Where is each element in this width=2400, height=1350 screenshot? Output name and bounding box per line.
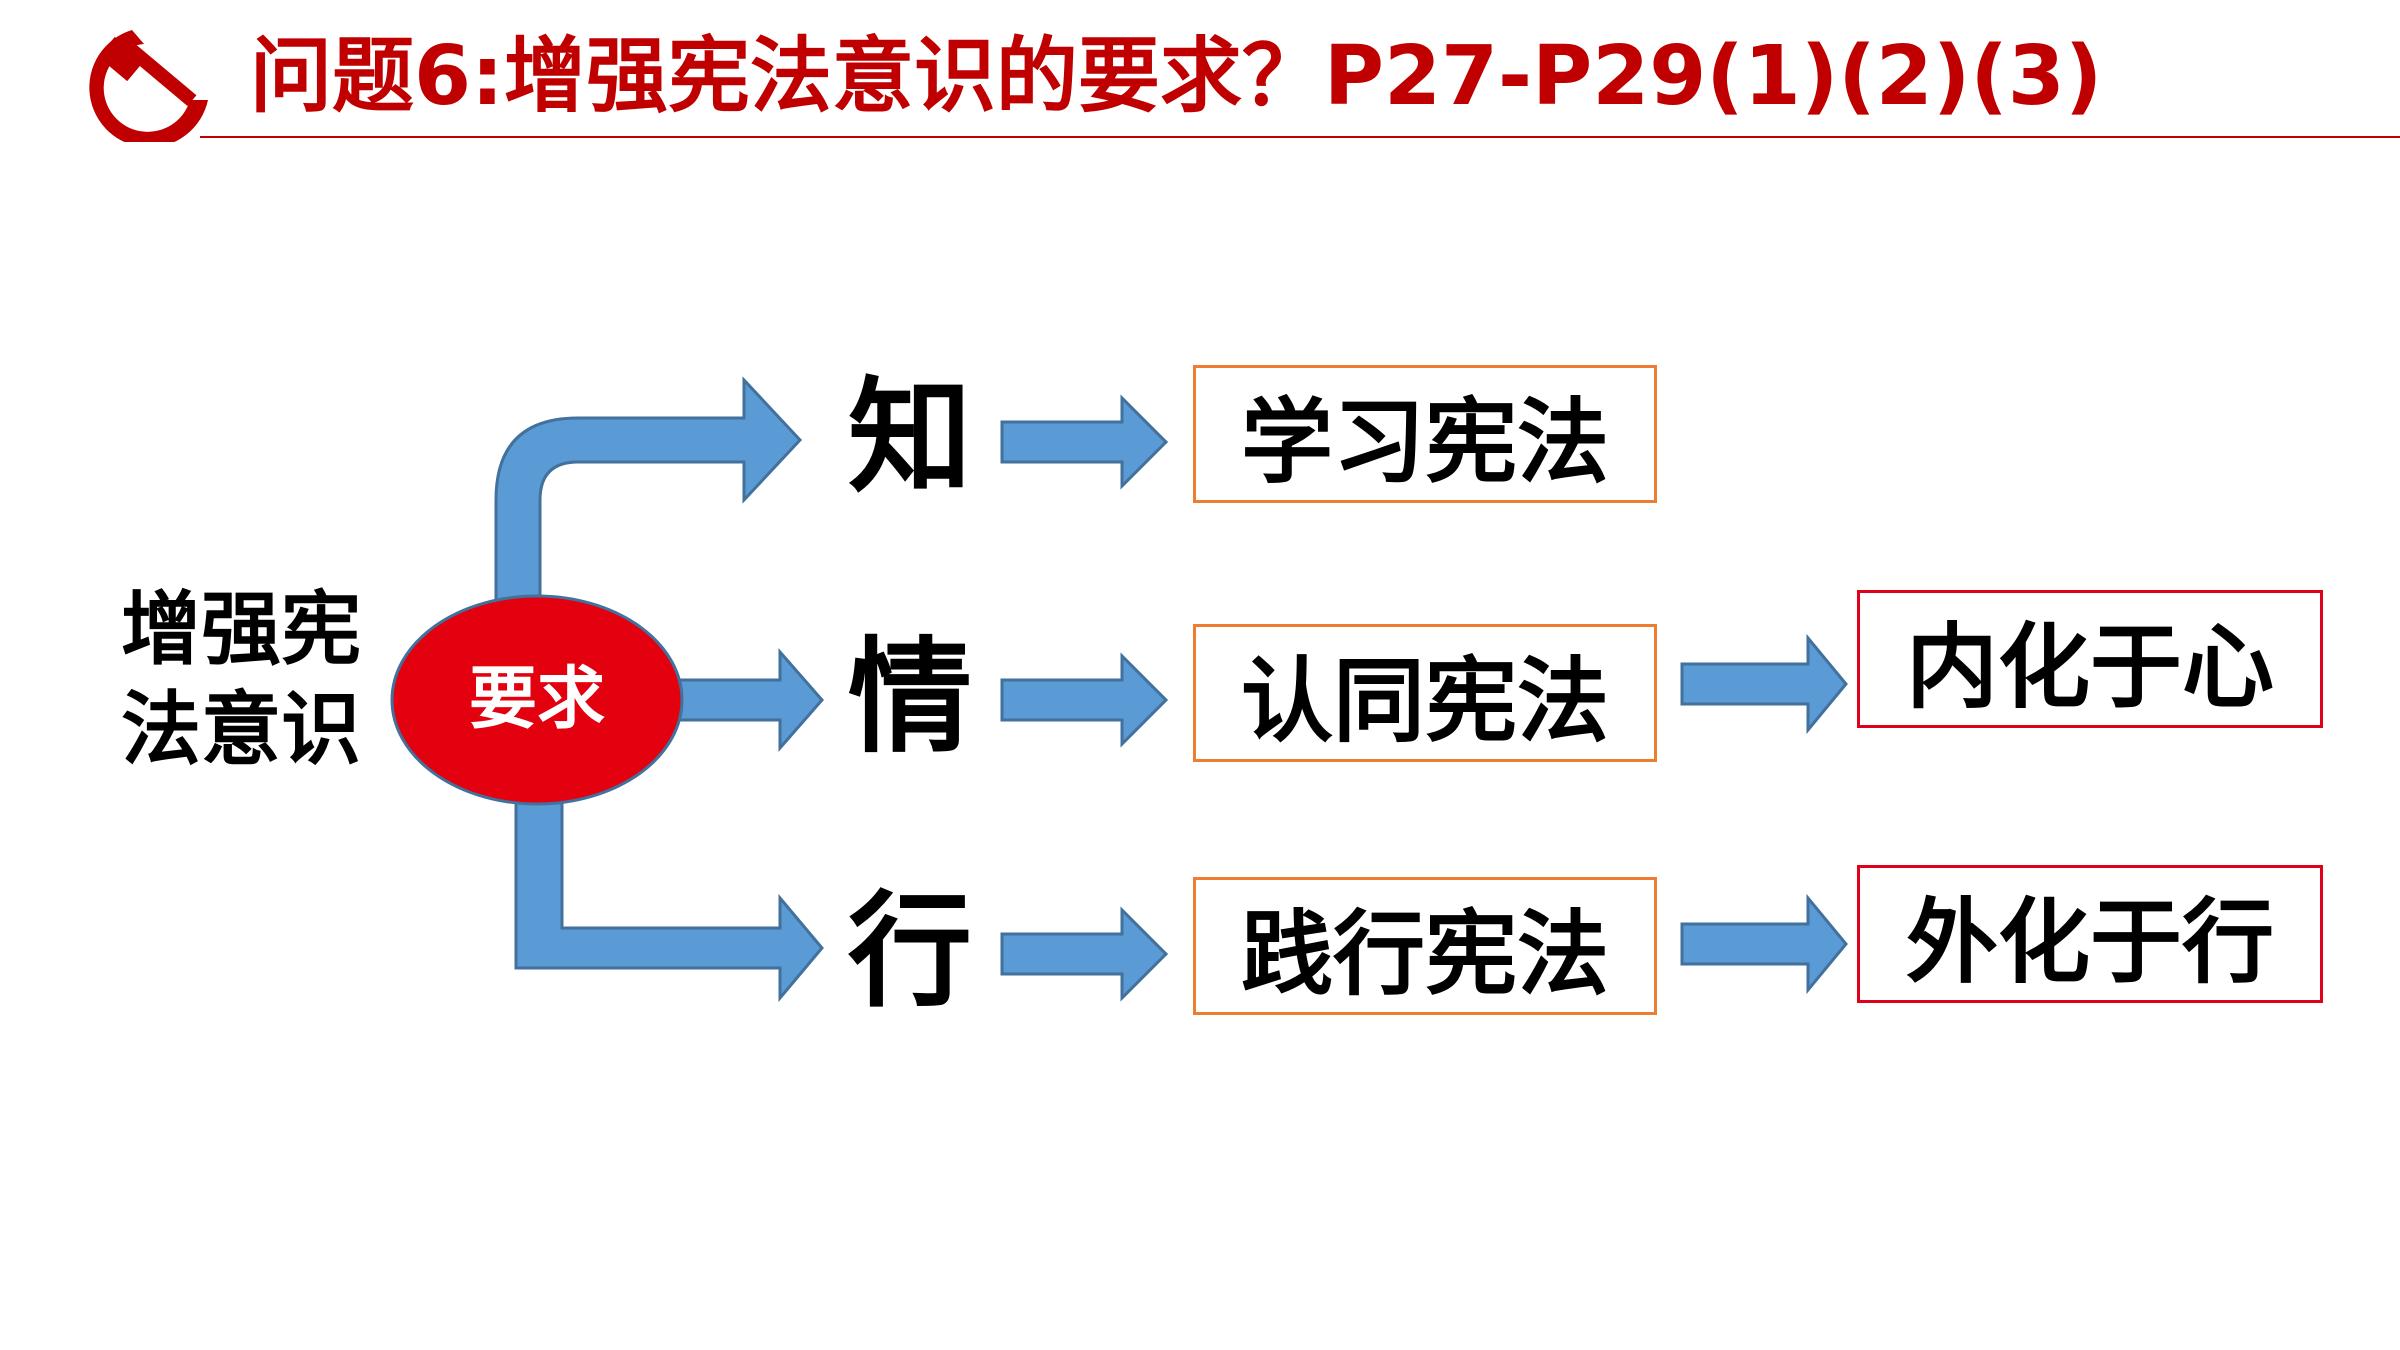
- arrow-qing-result: [1680, 633, 1848, 735]
- action-box-study: 学习宪法: [1193, 365, 1657, 503]
- hub-label: 要求: [468, 660, 605, 739]
- topic-label: 增强宪法意识: [121, 583, 361, 776]
- arrow-to-xing: [514, 798, 824, 1003]
- arrow-to-qing: [658, 648, 824, 752]
- title-underline: [200, 136, 2400, 138]
- result-box-heart: 内化于心: [1857, 590, 2323, 728]
- page-title: 问题6:增强宪法意识的要求？P27-P29(1)(2)(3): [250, 29, 2103, 124]
- level-zhi: 知: [847, 366, 972, 510]
- result-box-action: 外化于行: [1857, 865, 2323, 1003]
- level-qing: 情: [847, 626, 972, 770]
- level-xing: 行: [847, 880, 972, 1024]
- action-box-identify: 认同宪法: [1193, 624, 1657, 762]
- action-box-practice: 践行宪法: [1193, 877, 1657, 1015]
- arrow-xing-action: [1000, 906, 1169, 1002]
- arrow-zhi-action: [1000, 394, 1169, 490]
- hub-ellipse: [390, 594, 684, 806]
- arrow-qing-action: [1000, 652, 1169, 748]
- hammer-sickle-icon: [89, 30, 208, 142]
- arrow-xing-result: [1680, 893, 1848, 995]
- arrow-to-zhi: [494, 376, 803, 602]
